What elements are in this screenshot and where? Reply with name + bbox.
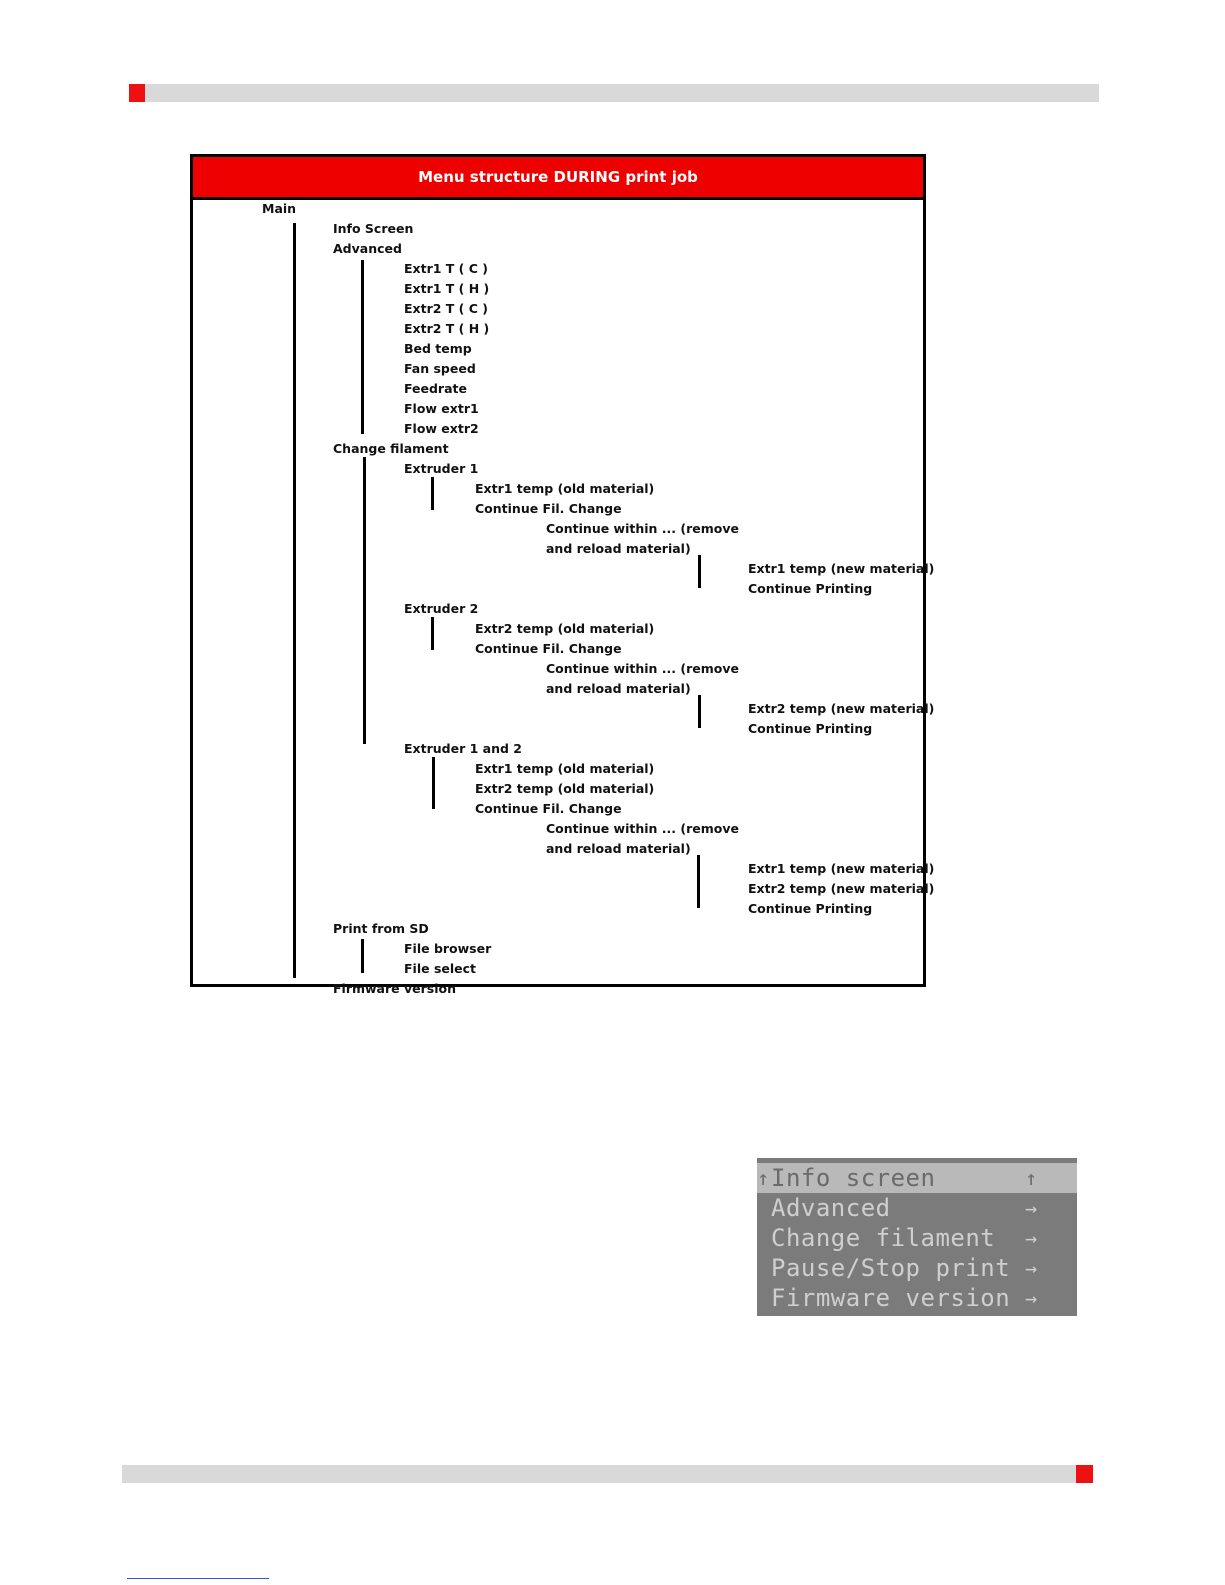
header-accent-square xyxy=(129,84,145,102)
menu-node-ext12-new-temp2: Extr2 temp (new material) xyxy=(748,881,935,896)
menu-node-ext1-reload: and reload material) xyxy=(546,541,691,556)
footer-link-underline xyxy=(127,1578,269,1579)
menu-node-extruder1: Extruder 1 xyxy=(404,461,479,476)
menu-node-ext12-old-temp1: Extr1 temp (old material) xyxy=(475,761,655,776)
header-bar xyxy=(145,84,1099,102)
menu-node-extr2-tc: Extr2 T ( C ) xyxy=(404,301,488,316)
menu-node-ext2-new-temp: Extr2 temp (new material) xyxy=(748,701,935,716)
up-arrow-icon: ↑ xyxy=(757,1166,770,1190)
menu-node-extruder12: Extruder 1 and 2 xyxy=(404,741,522,756)
tree-line-advanced xyxy=(361,260,364,434)
menu-node-ext12-old-temp2: Extr2 temp (old material) xyxy=(475,781,655,796)
menu-node-ext1-new-temp: Extr1 temp (new material) xyxy=(748,561,935,576)
menu-node-main: Main xyxy=(262,201,297,216)
menu-node-ext2-old-temp: Extr2 temp (old material) xyxy=(475,621,655,636)
menu-node-print-from-sd: Print from SD xyxy=(333,921,429,936)
menu-node-ext1-continue-printing: Continue Printing xyxy=(748,581,873,596)
tree-line-ext2-reload xyxy=(698,695,701,728)
menu-node-ext2-continue-change: Continue Fil. Change xyxy=(475,641,622,656)
footer-accent-square xyxy=(1076,1465,1093,1483)
lcd-row-label: Change filament xyxy=(771,1224,996,1252)
menu-node-info-screen: Info Screen xyxy=(333,221,414,236)
menu-node-extruder2: Extruder 2 xyxy=(404,601,479,616)
menu-node-advanced: Advanced xyxy=(333,241,402,256)
tree-line-change-filament xyxy=(363,457,366,744)
menu-node-ext1-continue-change: Continue Fil. Change xyxy=(475,501,622,516)
menu-node-ext1-continue-within: Continue within ... (remove xyxy=(546,521,739,536)
menu-node-extr2-th: Extr2 T ( H ) xyxy=(404,321,490,336)
menu-node-extr1-tc: Extr1 T ( C ) xyxy=(404,261,488,276)
menu-node-flow-extr1: Flow extr1 xyxy=(404,401,479,416)
lcd-row-firmware-version: Firmware version → xyxy=(757,1283,1077,1313)
menu-node-ext1-old-temp: Extr1 temp (old material) xyxy=(475,481,655,496)
tree-line-ext12-reload xyxy=(697,855,700,908)
menu-node-fan-speed: Fan speed xyxy=(404,361,476,376)
tree-line-print-sd xyxy=(361,939,364,973)
lcd-row-pause-stop: Pause/Stop print → xyxy=(757,1253,1077,1283)
right-arrow-icon: → xyxy=(1025,1226,1038,1250)
menu-node-ext12-continue-printing: Continue Printing xyxy=(748,901,873,916)
lcd-row-label: Pause/Stop print xyxy=(771,1254,1011,1282)
tree-line-main xyxy=(293,223,296,978)
menu-node-ext2-reload: and reload material) xyxy=(546,681,691,696)
menu-node-file-browser: File browser xyxy=(404,941,492,956)
menu-node-bed-temp: Bed temp xyxy=(404,341,472,356)
lcd-row-label: Info screen xyxy=(771,1164,936,1192)
lcd-screen-photo: ↑ Info screen ↑ Advanced → Change filame… xyxy=(757,1158,1077,1316)
menu-node-firmware-version: Firmware version xyxy=(333,981,456,996)
right-arrow-icon: → xyxy=(1025,1256,1038,1280)
menu-node-feedrate: Feedrate xyxy=(404,381,467,396)
tree-line-ext1-reload xyxy=(698,555,701,588)
menu-node-flow-extr2: Flow extr2 xyxy=(404,421,479,436)
footer-bar xyxy=(122,1465,1076,1483)
menu-node-ext12-continue-within: Continue within ... (remove xyxy=(546,821,739,836)
menu-node-extr1-th: Extr1 T ( H ) xyxy=(404,281,490,296)
diagram-title: Menu structure DURING print job xyxy=(193,157,923,200)
tree-line-extruder12 xyxy=(432,757,435,809)
menu-node-file-select: File select xyxy=(404,961,477,976)
menu-tree: Main Info Screen Advanced Extr1 T ( C ) … xyxy=(193,157,934,996)
menu-node-ext12-new-temp1: Extr1 temp (new material) xyxy=(748,861,935,876)
up-arrow-icon: ↑ xyxy=(1025,1166,1038,1190)
lcd-row-advanced: Advanced → xyxy=(757,1193,1077,1223)
tree-line-extruder2 xyxy=(431,617,434,650)
menu-node-ext2-continue-printing: Continue Printing xyxy=(748,721,873,736)
lcd-row-label: Advanced xyxy=(771,1194,891,1222)
right-arrow-icon: → xyxy=(1025,1286,1038,1310)
tree-line-extruder1 xyxy=(431,477,434,510)
lcd-row-info-screen: ↑ Info screen ↑ xyxy=(757,1163,1077,1193)
menu-node-ext12-continue-change: Continue Fil. Change xyxy=(475,801,622,816)
lcd-row-label: Firmware version xyxy=(771,1284,1011,1312)
menu-node-ext2-continue-within: Continue within ... (remove xyxy=(546,661,739,676)
right-arrow-icon: → xyxy=(1025,1196,1038,1220)
lcd-row-change-filament: Change filament → xyxy=(757,1223,1077,1253)
menu-node-change-filament: Change filament xyxy=(333,441,449,456)
menu-node-ext12-reload: and reload material) xyxy=(546,841,691,856)
menu-structure-diagram: Menu structure DURING print job Main Inf… xyxy=(190,154,934,996)
